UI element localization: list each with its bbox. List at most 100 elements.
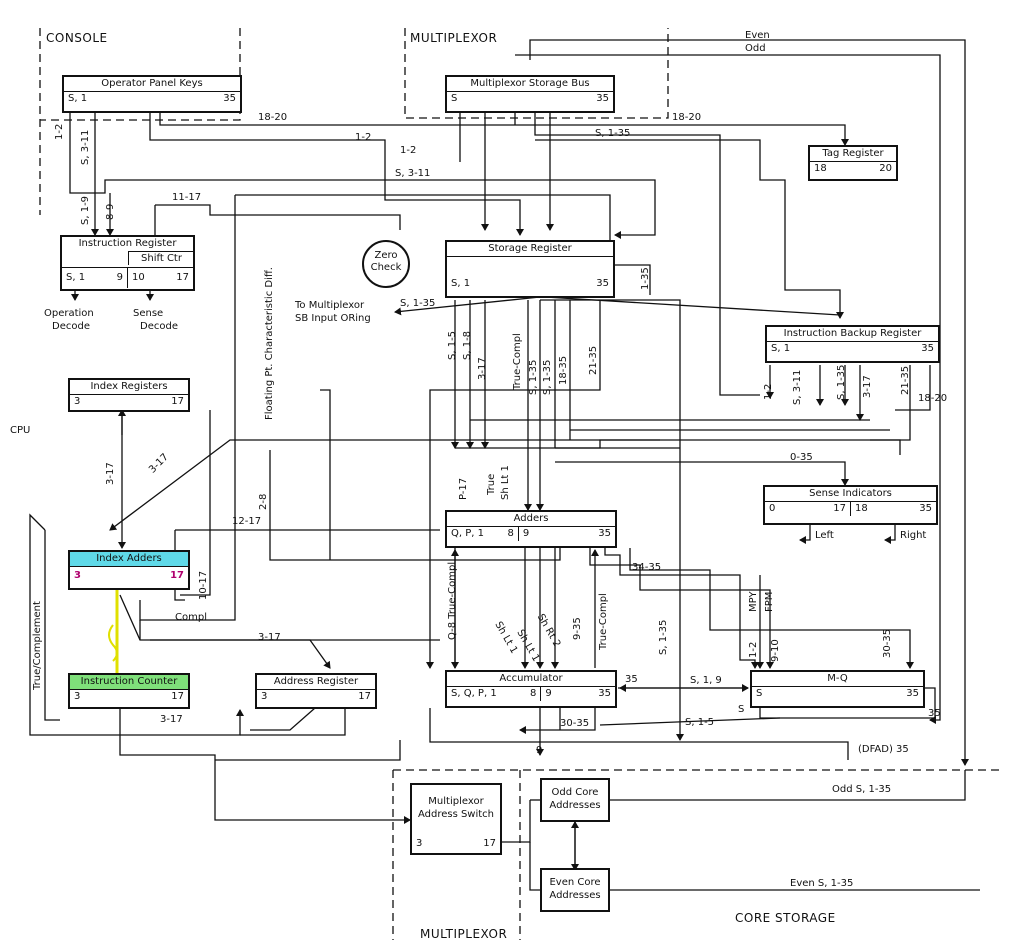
wire-label: 30-35 [882,628,893,658]
wire-label: S, 3-11 [792,369,803,405]
wire-label: S, 1-5 [685,717,715,728]
bit-range-end: 35 [596,93,609,104]
sense-right-label: Right [900,530,927,541]
wire-label: 2-8 [258,493,269,510]
wire-label: 9-10 [770,639,781,662]
bit-range-end: 17 [483,838,496,849]
block-title: Adders [447,512,615,527]
block-title-line2: Addresses [549,890,601,901]
wire-label: S, 1-35 [528,359,539,395]
wire-label: S, 1-35 [400,298,436,309]
wire-label-odd: Odd [745,43,766,54]
wire-label: True-Compl [512,333,523,390]
bit-mid2: 18 [855,503,868,514]
wire-label: 9-35 [572,617,583,640]
true-complement-label: True/Complement [32,601,43,690]
block-title: Operator Panel Keys [64,77,240,92]
wire-label: S, 3-11 [80,129,91,165]
wire-label: 3-17 [105,462,116,485]
wire-label: MPY [748,591,759,612]
bit-range-end: 35 [906,688,919,699]
block-title-line2: Address Switch [417,809,495,820]
wire-label: 30-35 [560,718,590,729]
bit-mid: 9 [116,272,123,283]
zero-check-line2: Check [370,262,402,273]
bit-mid: 8 [507,528,514,539]
sense-decode-line2: Decode [140,321,178,332]
region-multiplexor-top-label: MULTIPLEXOR [410,31,498,45]
bit-mid2: 10 [132,272,145,283]
block-title: Address Register [257,675,375,690]
wire-label: 18-35 [558,355,569,385]
region-core-storage-label: CORE STORAGE [735,911,836,925]
block-title-line1: Odd Core [551,787,599,798]
bit-range-end: 35 [596,278,609,289]
wire-label: Q-8 True-Compl [447,561,458,640]
bit-range-start: 3 [416,838,423,849]
wire-label: 1-2 [355,132,372,143]
wire-label: 9 [536,745,543,756]
region-cpu-label: CPU [10,425,31,436]
bit-range-end: 35 [223,93,236,104]
bit-range-end: 17 [358,691,371,702]
wire-label: S, 1-35 [542,359,553,395]
wire-label: 3-17 [160,714,183,725]
wire-label: 21-35 [588,345,599,375]
wire-label: 0-35 [790,452,813,463]
wire-label: 35 [625,674,638,685]
region-console-label: CONSOLE [46,31,108,45]
block-title: Instruction Backup Register [767,327,938,342]
odd-core-addresses-block: Odd Core Addresses [540,778,610,822]
operation-decode-line2: Decode [52,321,90,332]
bit-range-end: 17 [176,272,189,283]
bit-range-start: S [756,688,763,699]
wire-label: True [486,473,497,495]
bit-range-start: 18 [814,163,827,174]
even-core-addresses-block: Even Core Addresses [540,868,610,912]
sense-left-label: Left [815,530,834,541]
bit-range-start: S [451,93,458,104]
bit-range-start: 3 [74,570,81,581]
wire-label: 11-17 [172,192,202,203]
wire-label: S, 3-11 [395,168,431,179]
wire-label: 1-35 [640,267,651,290]
wire-label: True-Compl [598,593,609,650]
wire-label: 8-9 [105,203,116,220]
wire-label: S, 1-5 [447,330,458,360]
region-multiplexor-bottom-label: MULTIPLEXOR [420,927,508,941]
wire-label-even: Even [745,30,770,41]
block-title: Index Registers [90,381,168,392]
bit-mid: 17 [833,503,846,514]
wire-label: S, 1-9 [80,195,91,225]
wire-label: 12-17 [232,516,262,527]
block-title: Instruction Register [78,238,177,249]
bit-range-start: 3 [74,691,81,702]
bit-range-start: S, 1 [451,278,471,289]
wire-label: P-17 [458,477,469,500]
bit-range-end: 35 [919,503,932,514]
wire-label: 1-2 [400,145,417,156]
shift-counter-subfield: Shift Ctr [128,251,194,265]
wire-label: 1-2 [54,123,65,140]
block-title-line2: Addresses [549,800,601,811]
wire-label: Sh Lt 1 [500,465,511,500]
wire-label: 3-17 [477,357,488,380]
bit-range-end: 35 [598,528,611,539]
wire-label: S, 1, 9 [690,675,722,686]
wire-label: 1-2 [763,383,774,400]
bit-range-end: 20 [879,163,892,174]
wire-label: 18-20 [918,393,948,404]
wire-label: Odd S, 1-35 [832,784,892,795]
